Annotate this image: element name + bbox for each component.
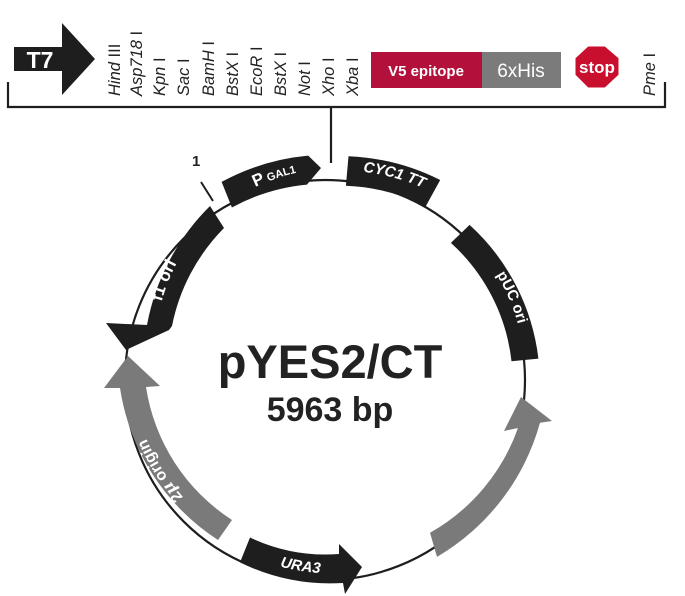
t7-promoter-arrow: T7 [14, 23, 95, 95]
site-label: BamH I [200, 41, 218, 96]
stop-codon-sign: stop [574, 45, 620, 89]
restriction-site-list: Hind III Asp718 I Kpn I Sac I BamH I Bst… [106, 31, 362, 97]
plasmid-size: 5963 bp [267, 391, 394, 429]
stop-label: stop [579, 58, 615, 77]
site-label: Hind III [106, 44, 124, 96]
his-tag: 6xHis [482, 52, 561, 88]
site-label: Not I [296, 61, 314, 96]
feature-f1-origin: f1 ori [106, 206, 224, 350]
origin-marker: 1 [192, 153, 214, 202]
feature-ura3: URA3 [240, 537, 362, 594]
v5-epitope-tag: V5 epitope [371, 52, 482, 88]
site-label: EcoR I [248, 46, 266, 96]
feature-ampicillin: Ampicillin [430, 397, 552, 557]
site-label: Sac I [175, 58, 193, 96]
feature-2micron-origin: 2µ origin [104, 356, 232, 540]
site-label: Asp718 I [128, 31, 146, 97]
mcs-region: T7 Hind III Asp718 I Kpn I Sac I BamH I … [6, 23, 667, 163]
site-label: Xba I [344, 57, 362, 97]
origin-number: 1 [192, 153, 200, 170]
site-label: Kpn I [151, 57, 169, 96]
feature-puc-origin: pUC ori [450, 224, 539, 362]
mcs-bracket [6, 82, 667, 109]
t7-label: T7 [27, 47, 54, 73]
feature-cyc1-terminator: CYC1 TT [345, 156, 441, 207]
his-tag-label: 6xHis [497, 61, 545, 82]
v5-epitope-label: V5 epitope [388, 63, 464, 80]
ura3-label: URA3 [279, 554, 322, 577]
site-label: BstX I [224, 52, 242, 96]
plasmid-name: pYES2/CT [218, 335, 443, 388]
site-label: Xho I [320, 57, 338, 97]
feature-pgal1: PGAL1 [221, 155, 321, 208]
site-label: BstX I [272, 52, 290, 96]
pme-site-label: Pme I [641, 53, 659, 96]
